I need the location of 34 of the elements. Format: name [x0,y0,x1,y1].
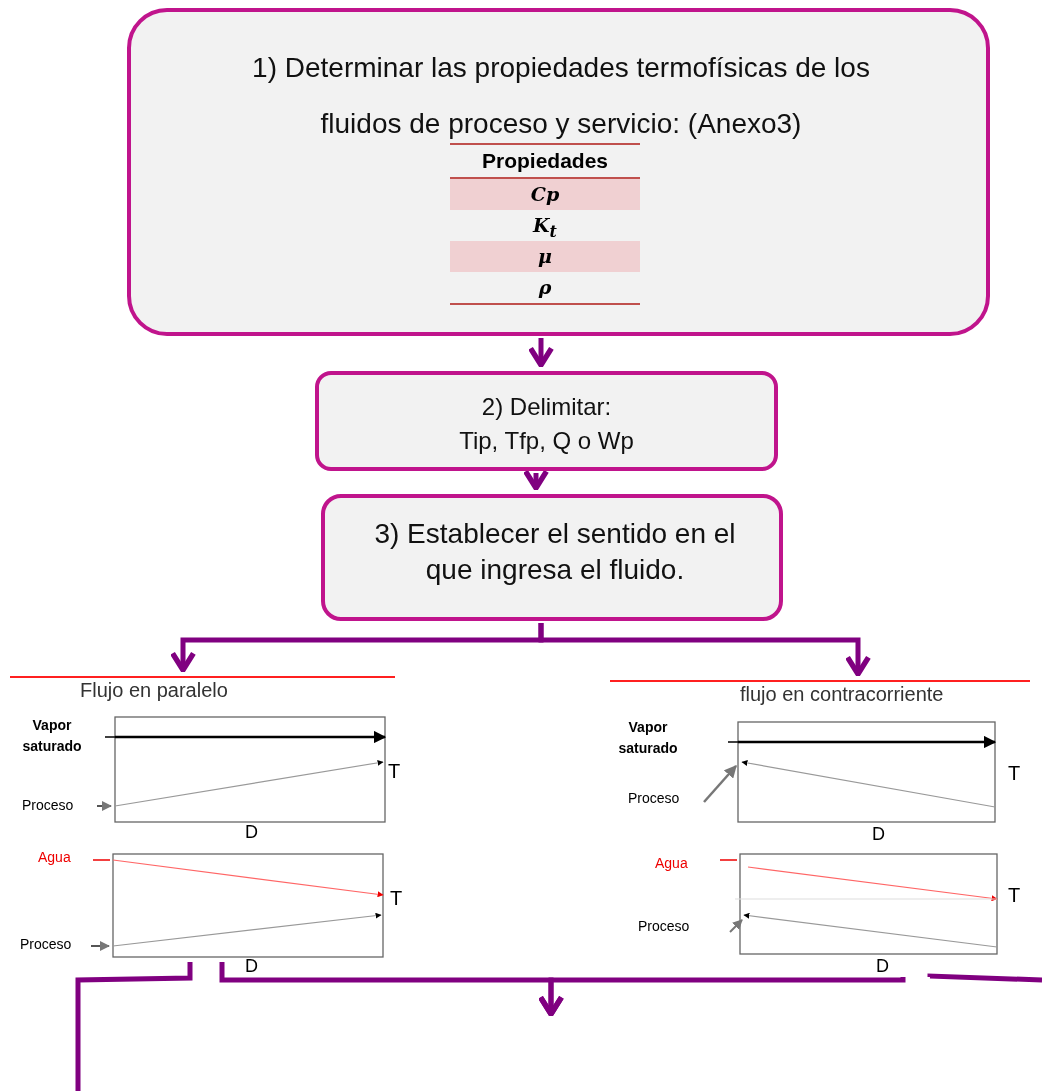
panel-title: Flujo en paralelo [80,679,229,702]
axis-label: T [388,760,401,783]
axis-label: Proceso [638,918,690,934]
connector-arrow [538,623,872,677]
step-text: 2) Delimitar: [480,393,613,421]
axis-label: T [1008,762,1021,785]
process-box [321,494,783,621]
table-cell: μ [450,241,640,272]
axis-label: Agua [655,855,688,871]
axis-label: Vapor saturado [617,718,679,758]
process-box [315,371,778,471]
connector-arrow [527,338,555,368]
step-text: 3) Establecer el sentido en el que ingresa el fluido. [373,517,737,587]
axis-label: D [876,956,889,977]
panel-title: flujo en contracorriente [740,683,945,706]
table-cell-text: K$_{t}$ [531,213,558,241]
connector-arrow [522,468,550,491]
table-cell-text: ρ [537,275,553,300]
axis-label: D [245,956,258,977]
connector-arrow [537,976,906,1017]
axis-label: D [872,824,885,845]
step-text: Tip, Tfp, Q o Wp [458,427,635,455]
axis-label: D [245,822,258,843]
diagram-panel [610,680,1030,975]
axis-label: Agua [38,849,71,865]
table-cell: Cp [450,179,640,210]
axis-label: Proceso [20,936,72,952]
step-text: 1) Determinar las propiedades termofísicas de los fluidos de proceso y servicio: (Anexo3) [251,51,871,141]
axis-label: Vapor saturado [21,716,83,756]
process-box [127,8,990,336]
axis-label: Proceso [22,797,74,813]
axis-label: T [390,887,403,910]
axis-label: Proceso [628,790,680,806]
axis-label: T [1008,884,1021,907]
